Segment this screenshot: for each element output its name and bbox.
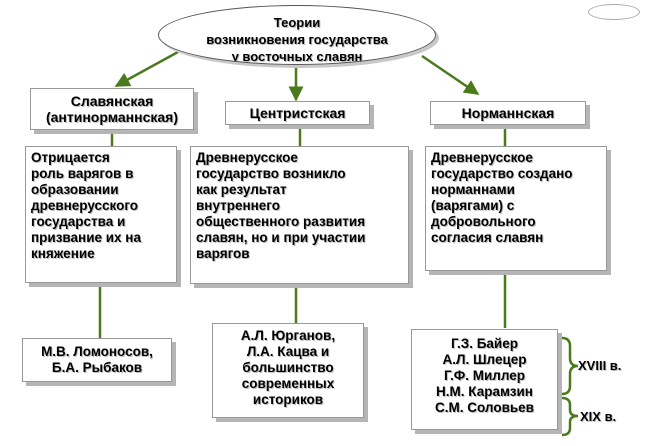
norman-desc-line: добровольного — [431, 214, 536, 229]
brace-xix — [561, 396, 579, 437]
norman-author: С.М. Соловьев — [435, 400, 534, 415]
slavic-title-line-1: Славянская — [70, 93, 154, 109]
norman-author: А.Л. Шлецер — [442, 352, 527, 367]
arrow-root-to-slavic — [114, 50, 179, 88]
root-line-1: Теории — [273, 15, 321, 30]
slavic-title-line-2: (антинорманнская) — [45, 109, 179, 125]
norman-desc-line: Древнерусское — [431, 150, 533, 165]
slavic-desc-line: Отрицается — [31, 150, 110, 165]
centrist-authors: А.Л. Юрганов, Л.А. Кацва и большинство с… — [212, 323, 364, 418]
centrist-author: Л.А. Кацва и — [246, 344, 330, 359]
century-label-xix: XIX в. — [580, 409, 617, 424]
norman-desc-line: государство создано — [431, 166, 573, 181]
centrist-desc-line: внутреннего — [196, 198, 280, 213]
root-line-2: возникновения государства — [206, 32, 388, 47]
century-label-xviii: XVIII в. — [578, 358, 622, 373]
norman-author: Г.З. Байер — [451, 336, 518, 351]
centrist-title: Центристская — [249, 105, 346, 121]
slavic-desc-line: княжение — [31, 246, 95, 261]
centrist-author: большинство — [242, 360, 334, 375]
slavic-desc-line: роль варягов в — [31, 166, 134, 181]
norman-title: Норманнская — [461, 105, 555, 121]
centrist-header: Центристская — [225, 101, 370, 125]
norman-desc-line: норманнами — [431, 182, 515, 197]
slavic-desc-line: древнерусского — [31, 198, 139, 213]
norman-desc-line: согласия славян — [431, 230, 544, 245]
arrow-root-to-norman — [421, 54, 480, 96]
centrist-desc-line: общественного развития — [196, 214, 366, 229]
root-oval: Теории возникновения государства у восто… — [158, 5, 436, 65]
slavic-desc-line: образовании — [31, 182, 119, 197]
centrist-description: Древнерусское государство возникло как р… — [190, 146, 409, 284]
centrist-desc-line: Древнерусское — [196, 150, 298, 165]
norman-desc-line: (варягами) с — [431, 198, 515, 213]
centrist-desc-line: варягов — [196, 246, 250, 261]
slavic-description: Отрицается роль варягов в образовании др… — [25, 146, 177, 283]
centrist-desc-line: славян, но и при участии — [196, 230, 366, 245]
slavic-authors: М.В. Ломоносов, Б.А. Рыбаков — [22, 338, 172, 382]
centrist-author: А.Л. Юрганов, — [240, 328, 336, 343]
norman-author: Г.Ф. Миллер — [443, 368, 525, 383]
norman-authors: Г.З. Байер А.Л. Шлецер Г.Ф. Миллер Н.М. … — [411, 329, 558, 430]
root-line-3: у восточных славян — [231, 49, 363, 64]
centrist-desc-line: как результат — [196, 182, 287, 197]
slavic-author: Б.А. Рыбаков — [51, 360, 143, 375]
slavic-header: Славянская (антинорманнская) — [30, 88, 194, 130]
corner-oval-mark — [588, 4, 640, 20]
slavic-desc-line: государства и — [31, 214, 126, 229]
slavic-author: М.В. Ломоносов, — [41, 344, 153, 359]
centrist-desc-line: государство возникло — [196, 166, 346, 181]
norman-author: Н.М. Карамзин — [436, 384, 533, 399]
centrist-author: современных — [241, 376, 335, 391]
slavic-desc-line: призвание их на — [31, 230, 141, 245]
norman-header: Норманнская — [430, 101, 586, 125]
centrist-author: историков — [252, 392, 324, 407]
norman-description: Древнерусское государство создано норман… — [425, 146, 607, 271]
brace-xviii — [561, 336, 579, 396]
